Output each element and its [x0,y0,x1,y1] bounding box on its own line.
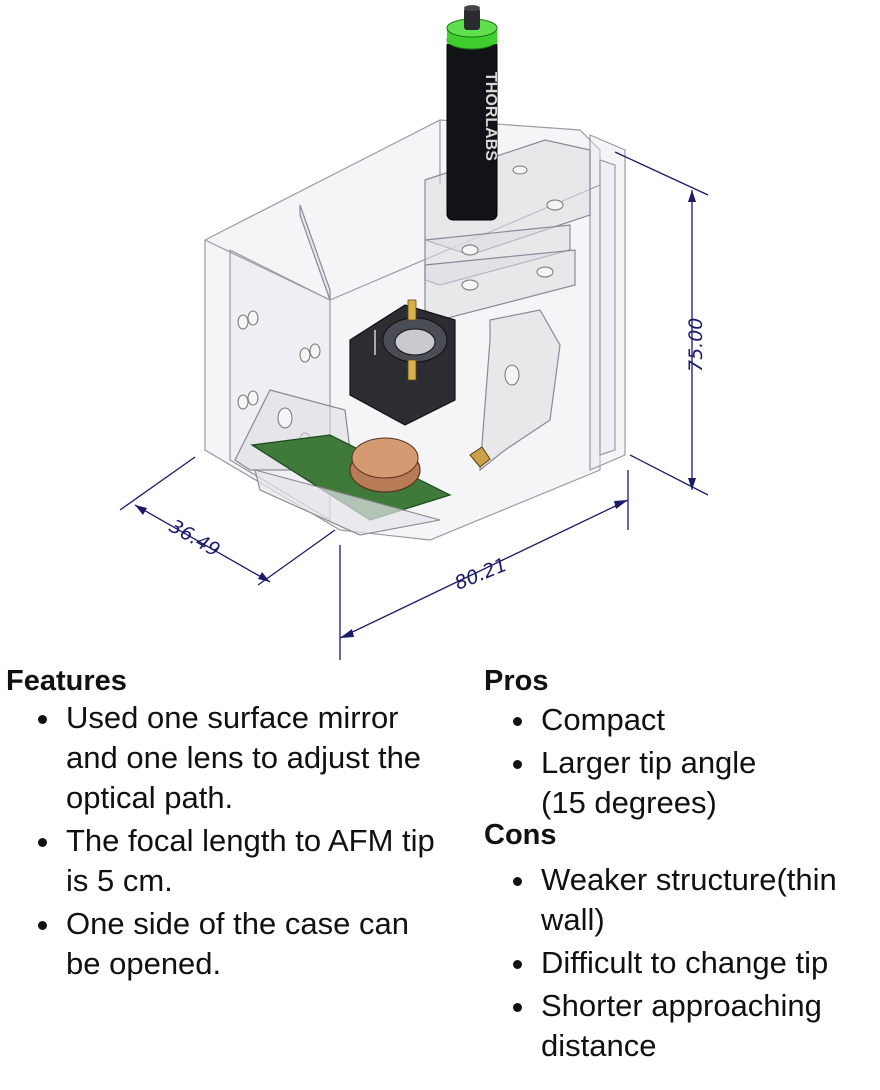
afm-head-cad-drawing: THORLABS 75.00 36.49 80.21 [119,5,709,660]
list-item: Difficult to change tip [505,943,877,983]
lens-mount [349,299,456,426]
dimension-width-label: 80.21 [452,554,511,595]
list-item: Shorter approaching distance [505,986,877,1066]
linear-actuator: THORLABS [446,5,499,221]
features-list: Used one surface mirror and one lens to … [30,698,450,987]
dimension-height-label: 75.00 [685,318,707,372]
dimension-depth-label: 36.49 [166,515,224,561]
list-item: One side of the case can be opened. [30,904,450,984]
list-item: Larger tip angle (15 degrees) [505,743,805,823]
pros-list: Compact Larger tip angle (15 degrees) [505,700,805,826]
list-item: The focal length to AFM tip is 5 cm. [30,821,450,901]
list-item: Weaker structure(thin wall) [505,860,877,940]
list-item: Compact [505,700,805,740]
cons-list: Weaker structure(thin wall) Difficult to… [505,860,877,1069]
list-item: Used one surface mirror and one lens to … [30,698,450,818]
actuator-brand-label: THORLABS [482,72,499,161]
cons-title: Cons [484,819,557,851]
pros-title: Pros [484,665,549,697]
features-title: Features [6,665,127,697]
mirror-and-pcb-assembly [234,389,491,536]
